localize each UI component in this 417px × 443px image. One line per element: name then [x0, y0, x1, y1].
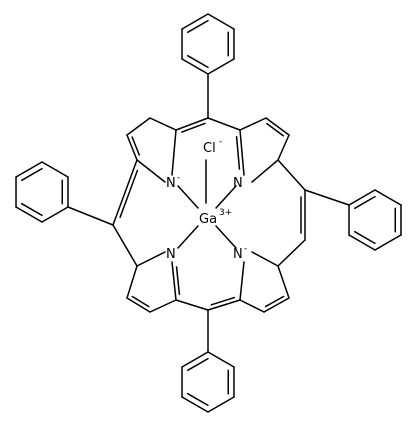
pyrrole-tr: [251, 159, 279, 183]
pyrrole-br: [277, 265, 290, 299]
meso-left-bond: [112, 159, 138, 226]
phenyl-top-bond: [181, 13, 209, 30]
pyrrole-br-second: [264, 295, 285, 308]
svg-text:Cl: Cl: [203, 141, 216, 156]
pyrrole-tl: [126, 134, 138, 161]
ga-n-bond: [215, 225, 237, 249]
phenyl-bottom-bond: [181, 396, 209, 413]
atom-nitrogen-top-left: N -: [166, 173, 180, 191]
pyrrole-tr-second: [266, 122, 285, 137]
phenyl-right-inner-bond: [353, 195, 376, 210]
pyrrole-tr: [265, 117, 290, 136]
atom-nitrogen-bottom-left: N: [166, 247, 176, 262]
phenyl-left-bond: [15, 161, 43, 178]
phenyl-top-bond: [207, 13, 235, 30]
pyrrole-br: [277, 239, 306, 267]
pyrrole-tr: [239, 117, 267, 131]
svg-text:-: -: [177, 173, 180, 183]
pyrrole-bl: [126, 297, 151, 313]
atom-nitrogen-top-right: N: [233, 176, 243, 191]
pyrrole-tr: [207, 117, 241, 131]
ga-n-bond: [177, 225, 199, 249]
phenyl-bottom-bond: [207, 396, 235, 413]
phenyl-bottom-bond: [207, 351, 235, 368]
bond-lines: [15, 13, 402, 413]
phenyl-bottom-inner-bond: [186, 357, 209, 372]
pyrrole-tl: [171, 129, 177, 176]
pyrrole-tl: [136, 159, 166, 183]
ga-n-bond: [177, 185, 199, 209]
pyrrole-bl-second: [131, 295, 150, 308]
phenyl-right-bond: [348, 234, 376, 251]
pyrrole-bl: [136, 251, 166, 267]
meso-bottom-bond-second: [210, 296, 236, 306]
phenyl-left-inner-bond: [20, 167, 43, 182]
svg-text:N: N: [233, 247, 243, 262]
svg-text:Ga: Ga: [199, 212, 217, 227]
phenyl-left-bond: [41, 161, 69, 178]
meso-right-link: [304, 189, 350, 206]
pyrrole-bl: [112, 224, 138, 267]
svg-text:N: N: [166, 247, 176, 262]
atom-nitrogen-bottom-right: N -: [233, 244, 247, 262]
svg-text:-: -: [219, 137, 222, 147]
pyrrole-tr: [277, 159, 306, 191]
pyrrole-tr: [277, 134, 290, 161]
phenyl-top-inner-bond: [186, 19, 209, 34]
pyrrole-br: [251, 251, 279, 267]
phenyl-top-bond: [181, 58, 209, 75]
pyrrole-tl-second: [131, 136, 141, 156]
pyrrole-br: [239, 261, 245, 301]
atom-chlorine: Cl -: [203, 137, 222, 156]
pyrrole-br: [239, 299, 265, 313]
meso-left-link: [67, 206, 114, 226]
phenyl-bottom-bond: [181, 351, 209, 368]
phenyl-right-inner-bond: [353, 230, 376, 245]
pyrrole-bl: [126, 265, 138, 299]
pyrrole-tl: [126, 117, 151, 136]
svg-text:N: N: [233, 176, 243, 191]
phenyl-left-bond: [15, 206, 43, 223]
svg-text:3+: 3+: [219, 208, 232, 218]
svg-text:-: -: [244, 244, 247, 254]
pyrrole-bl-second: [175, 266, 181, 296]
meso-top-bond: [175, 117, 209, 131]
phenyl-bottom-inner-bond: [186, 392, 209, 407]
phenyl-left-inner-bond: [20, 202, 43, 217]
phenyl-left-bond: [41, 206, 69, 223]
pyrrole-bl: [171, 261, 177, 301]
pyrrole-bl: [175, 299, 209, 311]
ga-n-bond: [215, 185, 237, 209]
svg-text:N: N: [166, 176, 176, 191]
pyrrole-tl: [149, 117, 177, 131]
pyrrole-br: [263, 297, 290, 313]
phenyl-right-bond: [374, 189, 402, 206]
pyrrole-tr-second: [235, 135, 241, 170]
phenyl-right-bond: [348, 189, 376, 206]
phenyl-top-inner-bond: [186, 54, 209, 69]
pyrrole-tr: [239, 129, 245, 176]
atom-gallium: Ga 3+: [199, 208, 232, 227]
phenyl-top-bond: [207, 58, 235, 75]
pyrrole-bl: [149, 299, 177, 313]
meso-left-bond-second: [119, 169, 139, 219]
phenyl-right-bond: [374, 234, 402, 251]
meso-bottom-bond: [207, 299, 241, 311]
meso-top-bond-second: [181, 122, 206, 133]
